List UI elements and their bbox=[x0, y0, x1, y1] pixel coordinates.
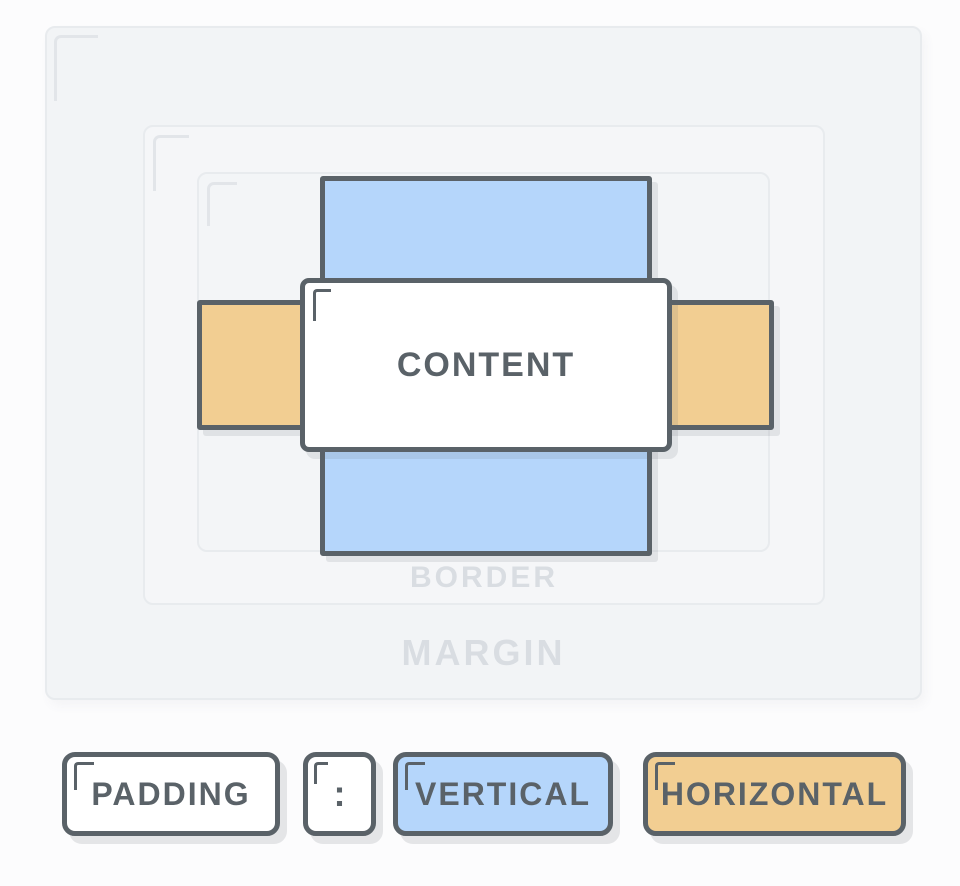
margin-label: MARGIN bbox=[401, 632, 566, 673]
chip-vertical: VERTICAL bbox=[393, 752, 613, 836]
corner-bracket-icon bbox=[153, 135, 189, 191]
chip-padding: PADDING bbox=[62, 752, 280, 836]
content-box: CONTENT bbox=[300, 278, 672, 452]
chip-colon: : bbox=[303, 752, 376, 836]
horizontal-padding-left-rect bbox=[197, 300, 313, 430]
corner-bracket-icon bbox=[314, 762, 328, 784]
chip-horizontal-label: HORIZONTAL bbox=[660, 775, 889, 812]
corner-bracket-icon bbox=[207, 182, 237, 226]
corner-bracket-icon bbox=[54, 35, 98, 101]
chip-horizontal: HORIZONTAL bbox=[643, 752, 906, 836]
chip-colon-label: : bbox=[333, 773, 346, 814]
corner-bracket-icon bbox=[313, 289, 331, 321]
content-label: CONTENT bbox=[396, 345, 576, 384]
border-label: BORDER bbox=[409, 561, 558, 594]
chip-vertical-label: VERTICAL bbox=[415, 775, 591, 812]
horizontal-padding-right-rect bbox=[658, 300, 774, 430]
chip-padding-label: PADDING bbox=[91, 775, 251, 812]
